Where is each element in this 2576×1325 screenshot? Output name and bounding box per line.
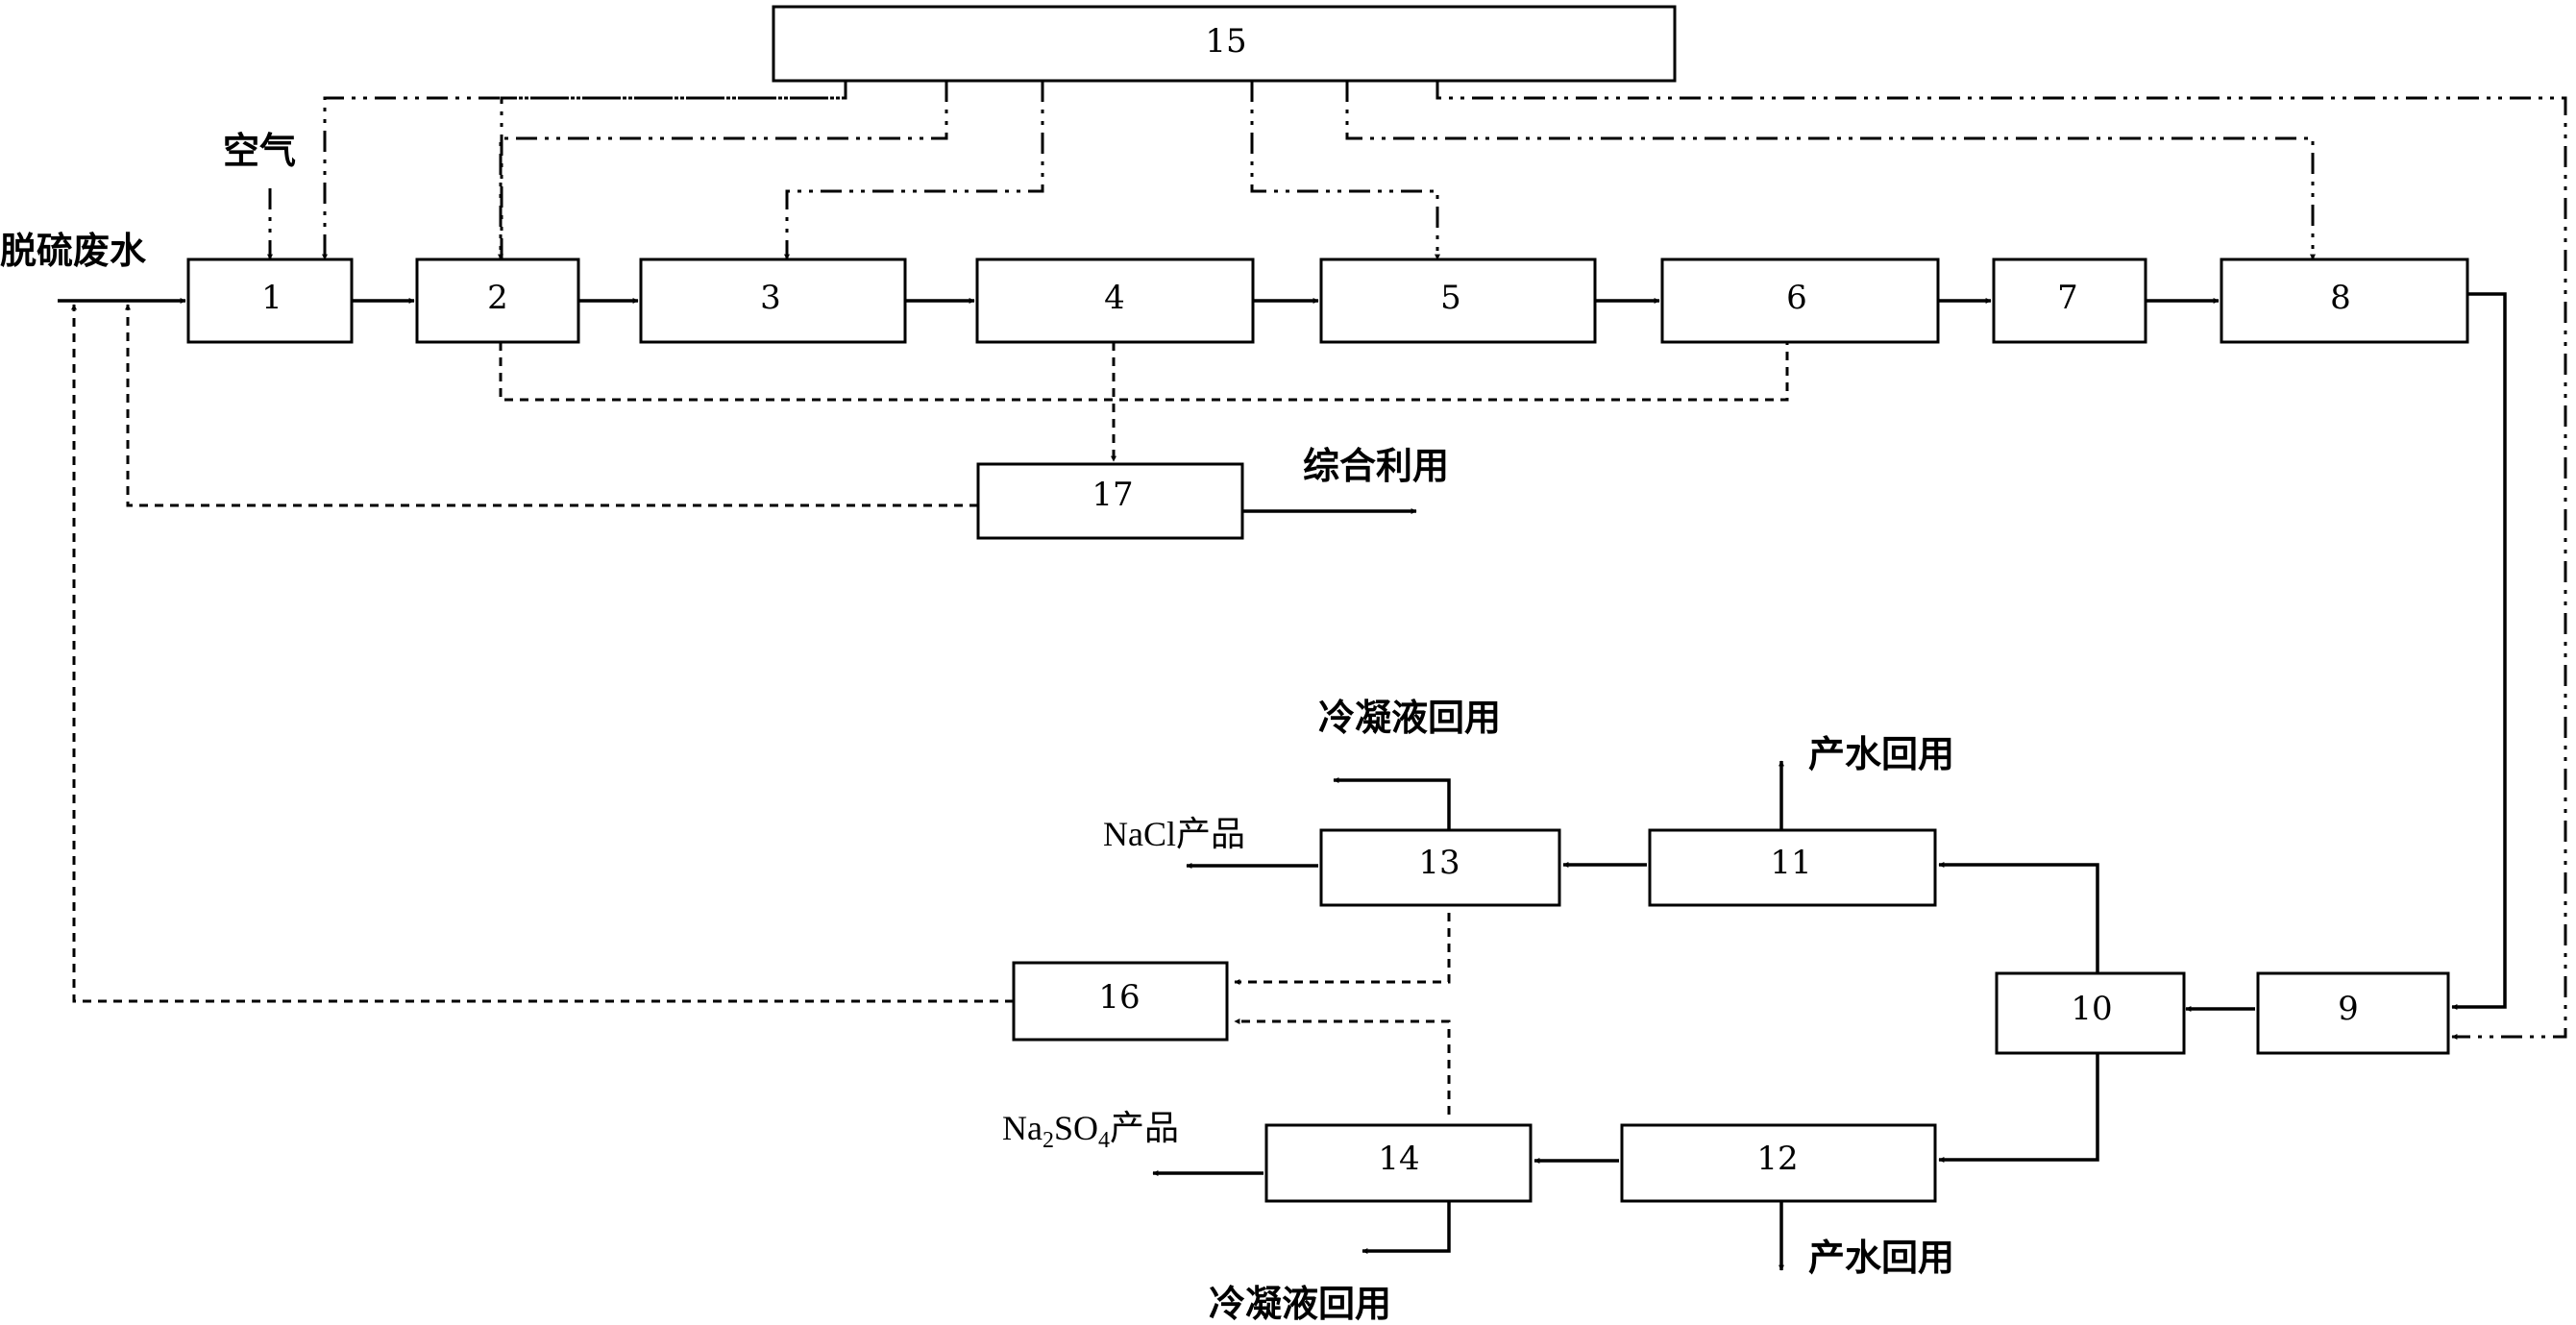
unit-label-11: 11 bbox=[1770, 844, 1811, 882]
unit-label-17: 17 bbox=[1092, 476, 1133, 514]
unit-box-17 bbox=[976, 462, 1244, 540]
unit-label-1: 1 bbox=[261, 279, 282, 317]
utilization-label: 综合利用 bbox=[1303, 445, 1449, 487]
unit-box-8 bbox=[2220, 258, 2469, 344]
air-label: 空气 bbox=[223, 130, 296, 172]
unit-label-6: 6 bbox=[1786, 279, 1807, 317]
process-units bbox=[186, 5, 2469, 1203]
unit-label-5: 5 bbox=[1440, 279, 1461, 317]
unit-label-15: 15 bbox=[1205, 22, 1246, 61]
condensate-reuse-bottom-label: 冷凝液回用 bbox=[1209, 1283, 1391, 1325]
flow-labels: 脱硫废水 空气 综合利用 冷凝液回用 产水回用 产水回用 冷凝液回用 NaCl产… bbox=[0, 130, 1954, 1325]
na2so4-product-label: Na2SO4产品 bbox=[1002, 1109, 1179, 1153]
unit-box-12 bbox=[1620, 1123, 1937, 1203]
unit-box-10 bbox=[1995, 971, 2186, 1055]
nacl-product-label: NaCl产品 bbox=[1103, 815, 1245, 853]
unit-box-1 bbox=[186, 258, 354, 344]
unit-box-13 bbox=[1319, 828, 1561, 907]
sludge-return-lines bbox=[71, 304, 1789, 1115]
dosing-lines-from-15 bbox=[267, 81, 2567, 1040]
unit-label-12: 12 bbox=[1756, 1140, 1798, 1178]
unit-numbers: 15 1 2 3 4 5 6 7 8 17 11 13 16 10 9 14 1… bbox=[261, 22, 2359, 1178]
unit-box-9 bbox=[2256, 971, 2450, 1055]
unit-box-3 bbox=[639, 258, 907, 344]
unit-box-16 bbox=[1012, 961, 1229, 1042]
unit-box-7 bbox=[1992, 258, 2147, 344]
inlet-label: 脱硫废水 bbox=[0, 230, 147, 272]
unit-label-10: 10 bbox=[2071, 990, 2112, 1028]
unit-label-13: 13 bbox=[1418, 844, 1460, 882]
unit-label-3: 3 bbox=[760, 279, 781, 317]
unit-label-16: 16 bbox=[1098, 978, 1140, 1017]
unit-label-2: 2 bbox=[487, 279, 508, 317]
unit-label-14: 14 bbox=[1378, 1140, 1419, 1178]
unit-box-14 bbox=[1264, 1123, 1533, 1203]
water-reuse-top-label: 产水回用 bbox=[1808, 733, 1954, 775]
unit-label-7: 7 bbox=[2057, 279, 2078, 317]
condensate-reuse-top-label: 冷凝液回用 bbox=[1318, 697, 1501, 739]
unit-box-4 bbox=[975, 258, 1255, 344]
unit-box-5 bbox=[1319, 258, 1597, 344]
unit-box-11 bbox=[1648, 828, 1937, 907]
unit-box-6 bbox=[1660, 258, 1940, 344]
unit-box-15 bbox=[772, 5, 1677, 83]
unit-label-8: 8 bbox=[2330, 279, 2351, 317]
main-flow-lines bbox=[58, 292, 2507, 1271]
unit-box-2 bbox=[415, 258, 580, 344]
unit-label-9: 9 bbox=[2338, 990, 2359, 1028]
water-reuse-bottom-label: 产水回用 bbox=[1808, 1237, 1954, 1279]
unit-label-4: 4 bbox=[1104, 279, 1125, 317]
